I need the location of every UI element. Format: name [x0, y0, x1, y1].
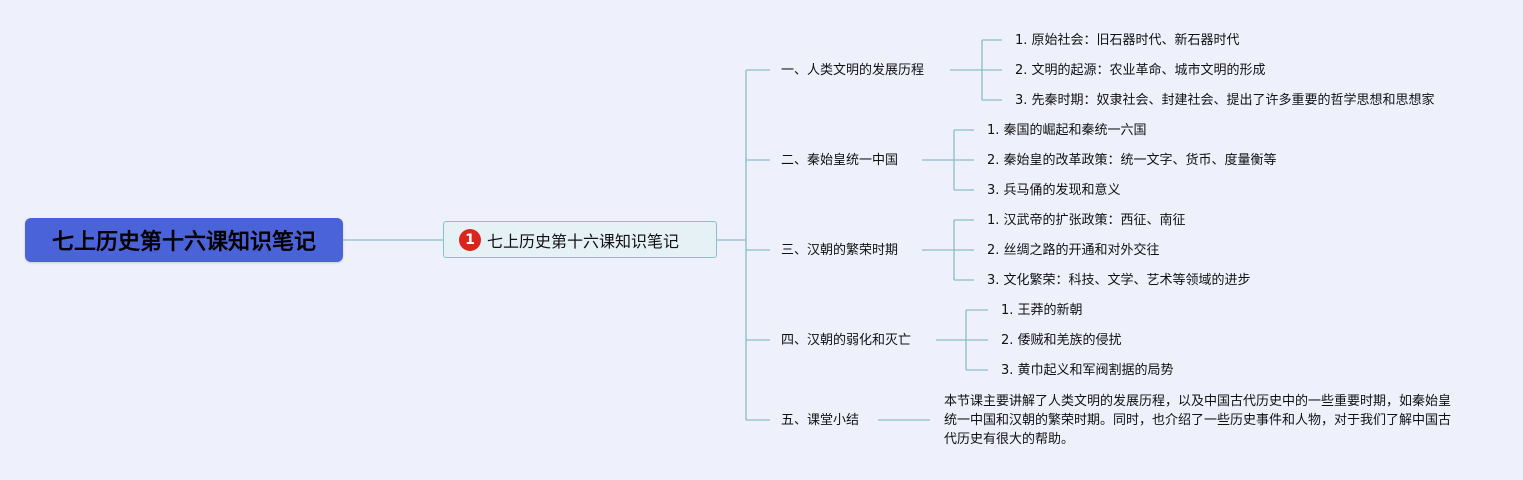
priority-badge-icon: 1 [459, 228, 481, 251]
branch-4-item-3[interactable]: 3. 黄巾起义和军阀割据的局势 [1001, 363, 1174, 378]
branch-1-item-1[interactable]: 1. 原始社会：旧石器时代、新石器时代 [1015, 33, 1240, 48]
branch-2-item-1[interactable]: 1. 秦国的崛起和秦统一六国 [987, 123, 1147, 138]
central-topic[interactable]: 1 七上历史第十六课知识笔记 [443, 221, 717, 258]
branch-2-item-2[interactable]: 2. 秦始皇的改革政策：统一文字、货币、度量衡等 [987, 153, 1277, 168]
central-topic-title: 七上历史第十六课知识笔记 [487, 231, 680, 251]
branch-3-item-2[interactable]: 2. 丝绸之路的开通和对外交往 [987, 243, 1160, 258]
branch-1-item-2[interactable]: 2. 文明的起源：农业革命、城市文明的形成 [1015, 63, 1266, 78]
branch-3-item-1[interactable]: 1. 汉武帝的扩张政策：西征、南征 [987, 213, 1186, 228]
branch-4-item-1[interactable]: 1. 王莽的新朝 [1001, 303, 1083, 318]
branch-topic-3[interactable]: 三、汉朝的繁荣时期 [781, 243, 899, 258]
branch-4-item-2[interactable]: 2. 倭贼和羌族的侵扰 [1001, 333, 1122, 348]
branch-topic-5[interactable]: 五、课堂小结 [781, 413, 860, 428]
branch-1-item-3[interactable]: 3. 先秦时期：奴隶社会、封建社会、提出了许多重要的哲学思想和思想家 [1015, 93, 1435, 108]
root-title: 七上历史第十六课知识笔记 [51, 230, 316, 255]
branch-3-item-3[interactable]: 3. 文化繁荣：科技、文学、艺术等领域的进步 [987, 273, 1251, 288]
branch-topic-4[interactable]: 四、汉朝的弱化和灭亡 [781, 333, 912, 348]
root-topic[interactable]: 七上历史第十六课知识笔记 [25, 218, 343, 262]
branch-topic-2[interactable]: 二、秦始皇统一中国 [781, 153, 899, 168]
branch-topic-1[interactable]: 一、人类文明的发展历程 [781, 63, 925, 78]
summary-text[interactable]: 本节课主要讲解了人类文明的发展历程，以及中国古代历史中的一些重要时期，如秦始皇统… [944, 394, 1452, 447]
branch-2-item-3[interactable]: 3. 兵马俑的发现和意义 [987, 183, 1121, 198]
